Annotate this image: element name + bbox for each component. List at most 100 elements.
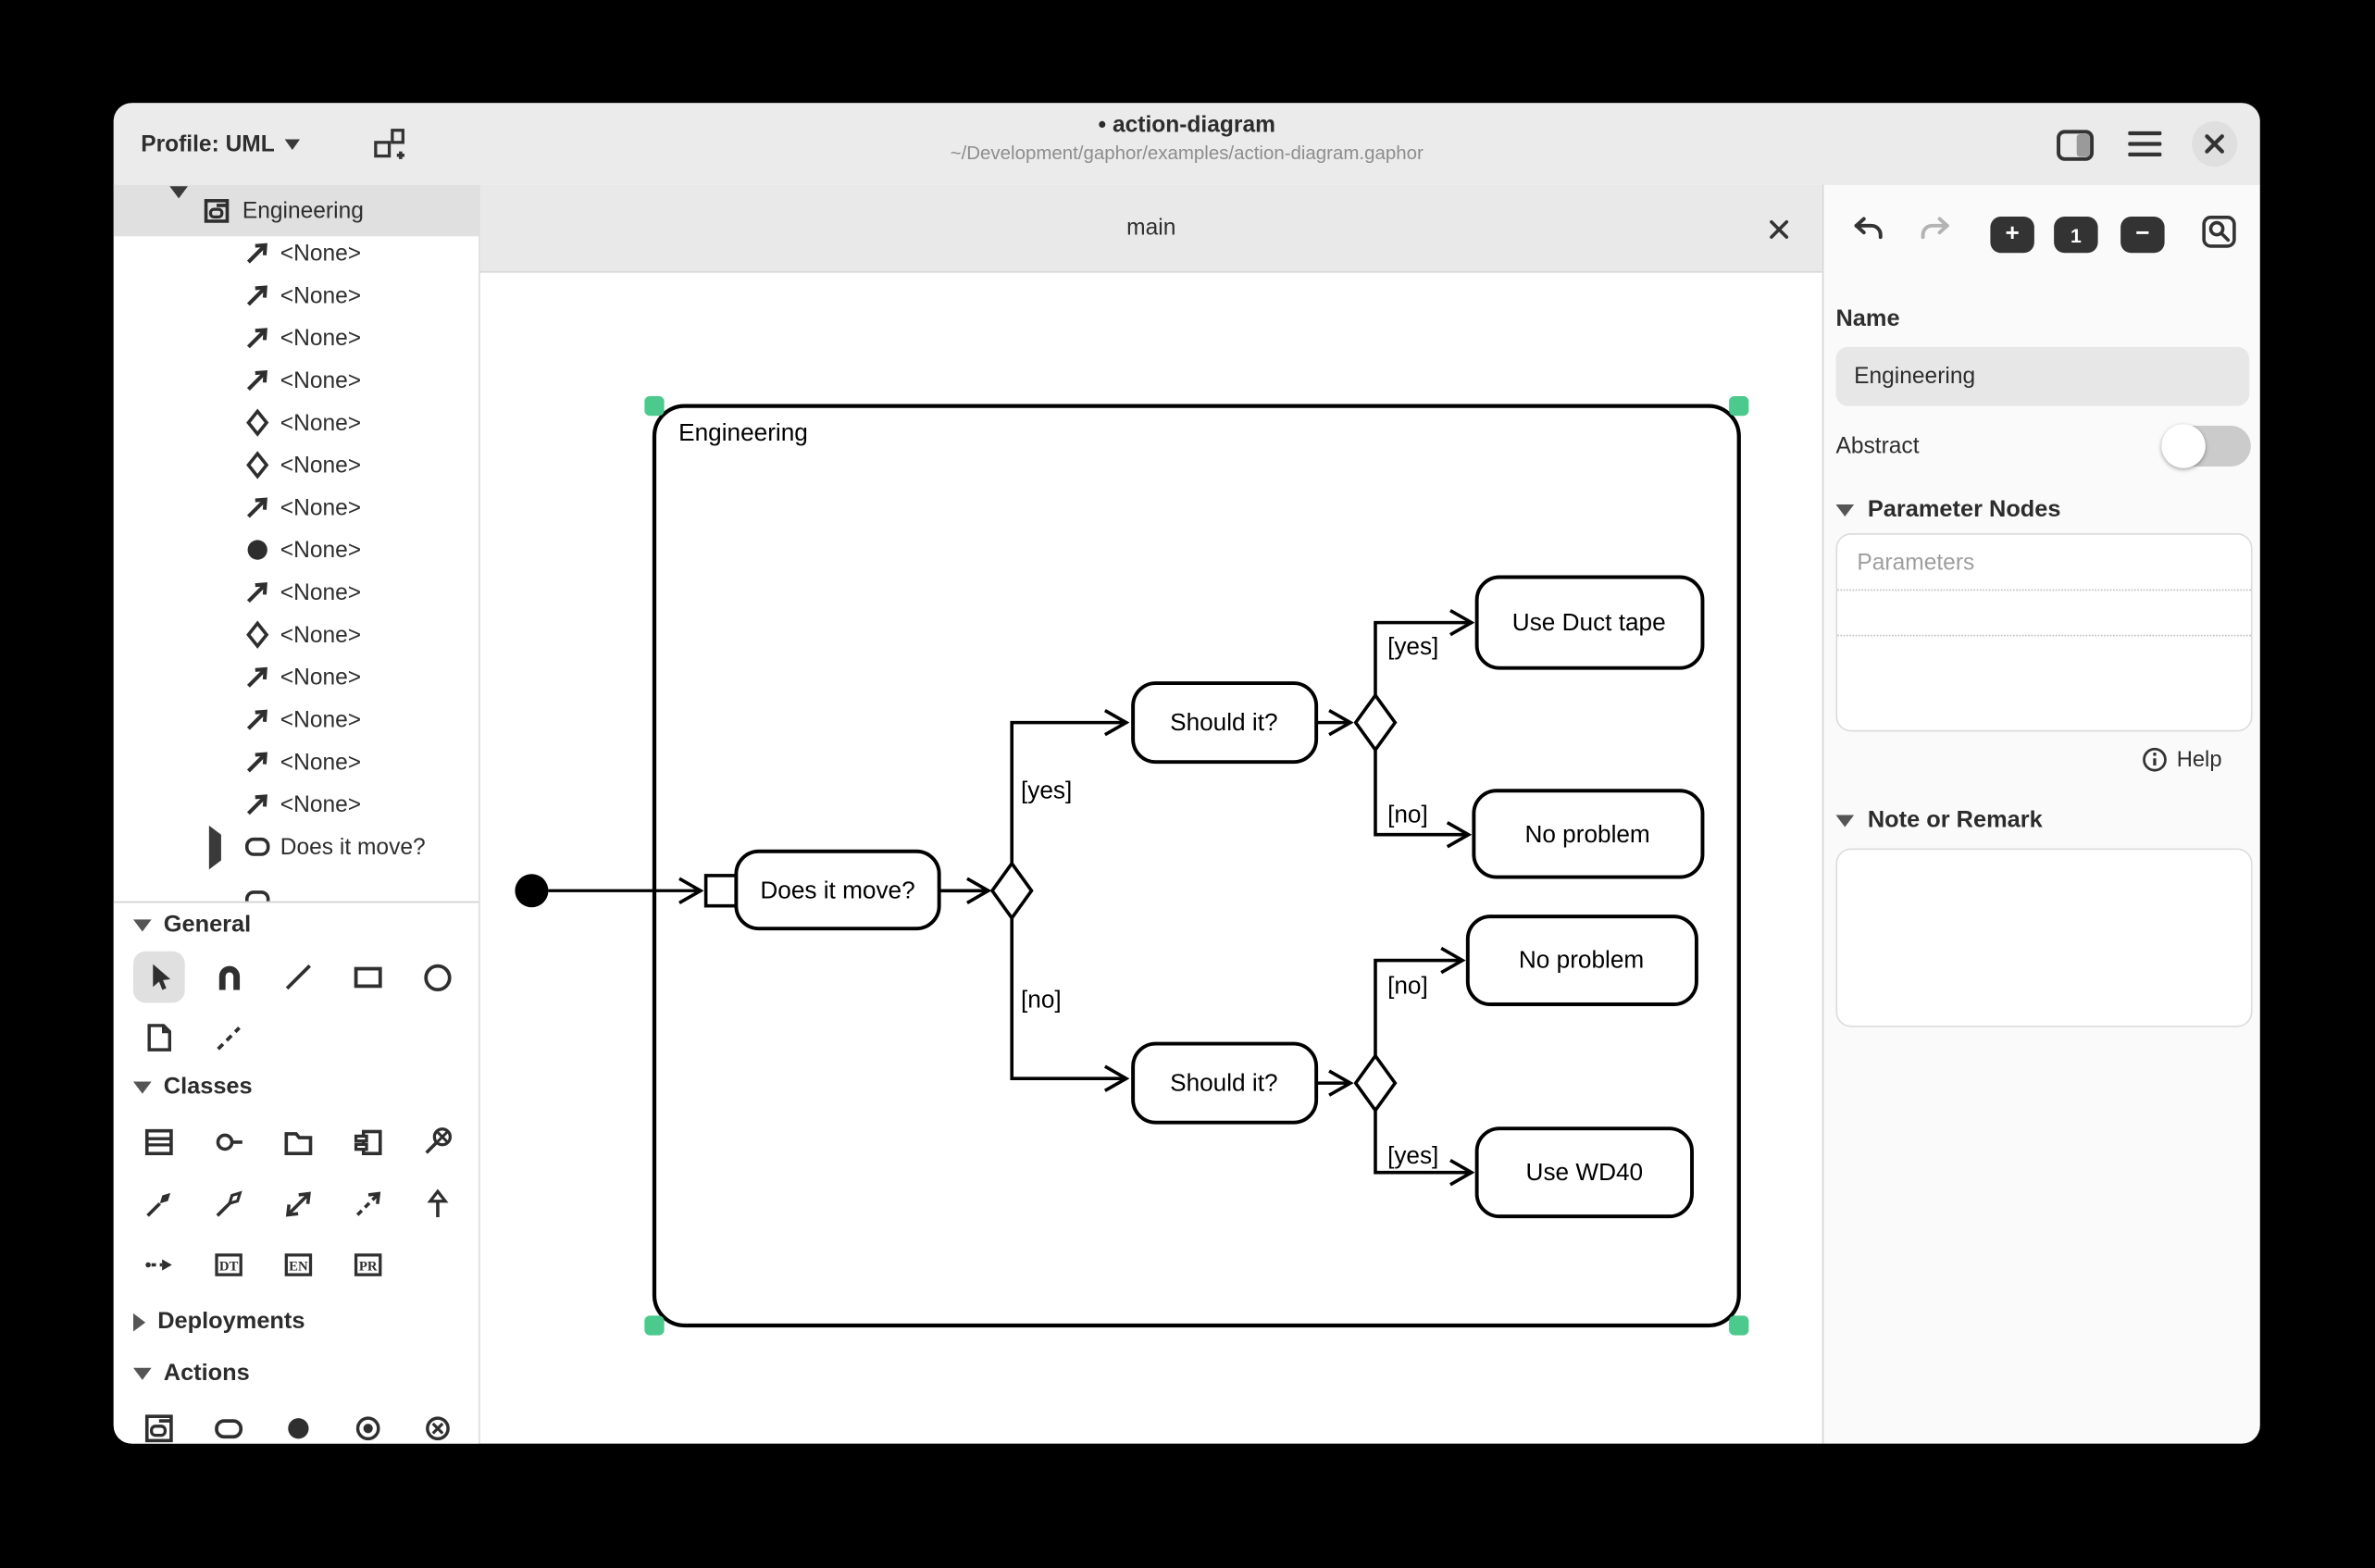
frame-label: Engineering [678,418,808,446]
enumeration-tool[interactable]: EN [273,1239,325,1291]
box-tool[interactable] [342,952,394,1003]
partition-tool[interactable] [133,1402,185,1443]
tree-item[interactable]: <None> [114,444,479,487]
section-classes[interactable]: Classes [133,1074,253,1101]
parameters-empty-row[interactable] [1837,591,2251,637]
zoom-fit-icon[interactable] [2199,212,2239,252]
action-no-problem-top[interactable] [1472,789,1705,879]
menu-icon[interactable] [2128,131,2162,157]
line-tool[interactable] [273,952,325,1003]
tree-item[interactable]: <None> [114,571,479,614]
action-use-duct-tape[interactable] [1474,575,1705,670]
tab-main[interactable]: main [480,185,1822,271]
profile-menu-button[interactable]: Profile: UML [141,123,301,166]
zoom-level-button[interactable]: 1 [2054,217,2098,254]
shared-association-tool[interactable] [203,1178,255,1230]
initial-node-tool[interactable] [273,1402,325,1443]
help-link[interactable]: Help [2142,747,2222,773]
tree-item[interactable]: <None> [114,783,479,826]
input-pin[interactable] [703,874,739,908]
action-should-it-bottom[interactable] [1131,1041,1319,1125]
tree-item[interactable]: <None> [114,359,479,402]
close-window-button[interactable] [2192,120,2238,168]
selection-handle-bottom-left[interactable] [644,1315,665,1336]
redo-icon[interactable] [1915,210,1955,250]
tree-item[interactable]: <None> [114,402,479,444]
tree-item[interactable]: <None> [114,486,479,529]
zoom-in-button[interactable]: + [1990,217,2034,254]
section-general[interactable]: General [133,912,251,939]
tree-item-partial[interactable] [114,878,479,902]
magnet-tool[interactable] [203,952,255,1003]
comment-tool[interactable] [133,1012,185,1064]
tree-item[interactable]: <None> [114,698,479,740]
control-flow-icon [246,285,267,306]
expander-down-icon[interactable] [169,185,188,224]
decision-node-1[interactable] [989,860,1034,921]
section-actions[interactable]: Actions [133,1361,250,1388]
tree-item[interactable]: <None> [114,614,479,656]
selection-handle-top-left[interactable] [644,395,665,417]
tree-item[interactable]: <None> [114,317,479,359]
action-label: No problem [1519,946,1644,974]
edge-decision3-no[interactable] [1374,961,1461,1056]
section-deployments[interactable]: Deployments [133,1309,305,1336]
edge-decision3-yes[interactable] [1374,1110,1471,1173]
expander-right-icon[interactable] [208,825,221,869]
action-tool[interactable] [203,1402,255,1443]
note-section[interactable]: Note or Remark [1835,807,2043,834]
dependency-tool[interactable] [342,1178,394,1230]
parameter-nodes-list[interactable]: Parameters [1835,533,2253,732]
activity-final-node-tool[interactable] [342,1402,394,1443]
flow-final-node-tool[interactable] [412,1402,464,1443]
tree-item[interactable]: <None> [114,231,479,274]
tree-item-engineering[interactable]: Engineering [113,184,479,237]
containment-icon [425,1127,453,1154]
tab-close-button[interactable] [1756,206,1801,252]
interface-tool[interactable] [203,1116,255,1168]
edge-decision2-no[interactable] [1374,750,1468,835]
interface-realization-tool[interactable] [133,1239,185,1291]
action-should-it-top[interactable] [1131,681,1319,765]
sidebar-toggle-icon[interactable] [2056,129,2095,162]
undo-icon[interactable] [1849,210,1889,250]
tree-item[interactable]: <None> [114,529,479,571]
containment-tool[interactable] [412,1116,464,1168]
action-no-problem-mid[interactable] [1465,915,1698,1006]
association-tool[interactable] [273,1178,325,1230]
abstract-toggle-knob[interactable] [2161,424,2206,468]
unsaved-indicator: • [1098,112,1107,138]
composite-association-tool[interactable] [133,1178,185,1230]
component-tool[interactable] [342,1116,394,1168]
class-tool[interactable] [133,1116,185,1168]
selection-handle-top-right[interactable] [1729,395,1749,417]
note-textarea[interactable] [1835,848,2253,1027]
diagram-add-icon[interactable] [371,126,407,162]
tree-item[interactable]: <None> [114,274,479,317]
action-does-it-move[interactable] [734,849,941,931]
tree-item-does-it-move[interactable]: Does it move? [114,825,479,869]
generalization-tool[interactable] [412,1178,464,1230]
data-type-tool[interactable]: DT [203,1239,255,1291]
activity-diagram[interactable]: Engineering [480,273,1822,1444]
parameters-placeholder-row[interactable]: Parameters [1837,535,2251,591]
tree-item[interactable]: <None> [114,656,479,699]
primitive-tool[interactable]: PR [342,1239,394,1291]
tree-item[interactable]: <None> [114,740,479,783]
edge-decision2-yes[interactable] [1374,623,1471,696]
ellipse-tool[interactable] [412,952,464,1003]
comment-line-tool[interactable] [203,1012,255,1064]
name-input[interactable]: Engineering [1835,346,2250,406]
decision-node-2[interactable] [1353,692,1398,753]
decision-node-3[interactable] [1353,1052,1398,1114]
edge-decision1-no[interactable] [1010,917,1125,1078]
pointer-tool[interactable] [133,951,185,1003]
comment-icon [147,1024,172,1052]
action-use-wd40[interactable] [1474,1126,1694,1219]
initial-node[interactable] [515,874,549,908]
parameter-nodes-section[interactable]: Parameter Nodes [1835,497,2061,524]
edge-decision1-yes[interactable] [1010,723,1125,864]
zoom-out-button[interactable]: − [2120,217,2165,254]
package-tool[interactable] [273,1116,325,1168]
selection-handle-bottom-right[interactable] [1729,1315,1749,1336]
